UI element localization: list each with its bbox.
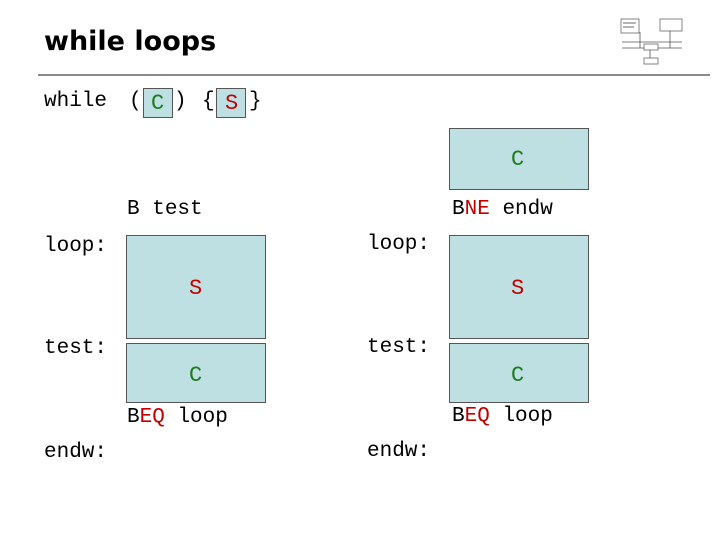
page-title: while loops [44,26,217,57]
right-loop-label: loop: [367,233,431,256]
right-top-condition: C [511,147,525,172]
left-beq-loop: BEQ loop [127,406,228,429]
right-bne-endw: BNE endw [452,198,553,221]
syntax-body-box: S [216,88,246,118]
left-branch-to-test: B test [127,198,203,221]
open-brace: { [202,90,215,113]
syntax-condition-box: C [143,88,173,118]
left-loop-label: loop: [44,235,108,258]
right-condition: C [511,363,525,388]
syntax-body: S [225,91,239,116]
while-keyword: while [44,90,108,113]
right-condition-box: C [449,343,589,403]
right-endw-label: endw: [367,440,431,463]
right-body: S [511,276,525,301]
right-top-condition-box: C [449,128,589,190]
open-paren: ( [129,90,142,113]
syntax-condition: C [151,91,165,116]
close-paren: ) [174,90,187,113]
left-condition: C [189,363,203,388]
title-divider [38,74,710,76]
slide-thumbnail-icon [620,18,683,65]
left-body-box: S [126,235,266,339]
right-test-label: test: [367,336,431,359]
close-brace: } [249,90,262,113]
left-endw-label: endw: [44,441,108,464]
right-body-box: S [449,235,589,339]
right-beq-loop: BEQ loop [452,405,553,428]
left-body: S [189,276,203,301]
left-condition-box: C [126,343,266,403]
left-test-label: test: [44,337,108,360]
